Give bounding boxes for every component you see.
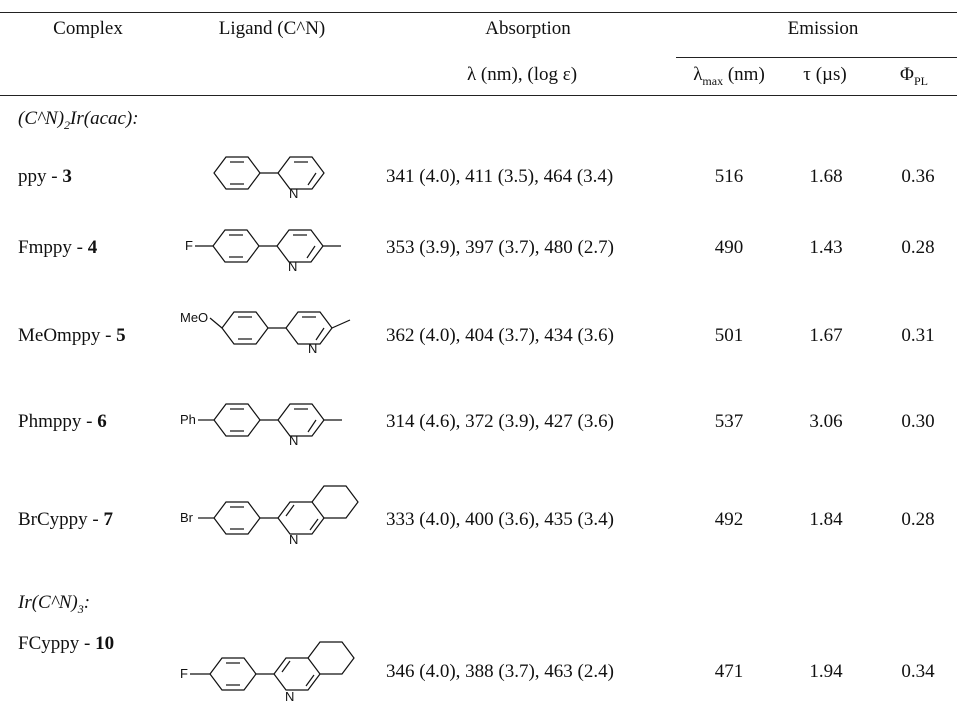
emission-rule bbox=[676, 57, 957, 58]
row-name: BrCyppy - 7 bbox=[18, 509, 113, 530]
row-name: ppy - 3 bbox=[18, 166, 72, 187]
tau-value: 1.94 bbox=[809, 661, 843, 682]
section-acac: (C^N)2Ir(acac): bbox=[18, 108, 139, 132]
ligand-structure-brcyppy: Br N bbox=[180, 485, 359, 547]
header-lambda-max: λmax (nm) bbox=[693, 64, 765, 88]
ligand-structure-fmppy: F N bbox=[185, 229, 341, 274]
row-name: MeOmppy - 5 bbox=[18, 325, 126, 346]
phi-value: 0.34 bbox=[901, 661, 935, 682]
header-emission: Emission bbox=[787, 18, 859, 39]
ligand-structure-phmppy: Ph N bbox=[180, 403, 342, 448]
ligand-structure-meomppy: MeO N bbox=[180, 310, 351, 356]
ligand-structure-fcyppy: F N bbox=[180, 641, 355, 704]
phi-value: 0.30 bbox=[901, 411, 935, 432]
tau-value: 3.06 bbox=[809, 411, 843, 432]
lambda-value: 490 bbox=[714, 237, 744, 258]
ligand-n-label: N bbox=[289, 186, 298, 201]
header-complex: Complex bbox=[53, 18, 123, 39]
ligand-n-label: N bbox=[308, 341, 317, 356]
ligand-n-label: N bbox=[289, 532, 298, 547]
tau-value: 1.68 bbox=[809, 166, 843, 187]
row-name: FCyppy - 10 bbox=[18, 633, 115, 654]
tau-value: 1.84 bbox=[809, 509, 843, 530]
ligand-n-label: N bbox=[288, 259, 297, 274]
lambda-value: 516 bbox=[714, 166, 744, 187]
header-tau: τ (µs) bbox=[803, 64, 847, 85]
tau-value: 1.43 bbox=[809, 237, 843, 258]
ligand-n-label: N bbox=[289, 433, 298, 448]
row-name: Phmppy - 6 bbox=[18, 411, 107, 432]
phi-value: 0.36 bbox=[901, 166, 935, 187]
top-rule bbox=[0, 12, 957, 13]
phi-value: 0.28 bbox=[901, 237, 935, 258]
ligand-substituent-label: MeO bbox=[180, 310, 208, 325]
absorption-value: 341 (4.0), 411 (3.5), 464 (3.4) bbox=[386, 166, 614, 187]
lambda-value: 501 bbox=[714, 325, 744, 346]
absorption-value: 353 (3.9), 397 (3.7), 480 (2.7) bbox=[386, 237, 614, 258]
phi-value: 0.28 bbox=[901, 509, 935, 530]
header-phi: ΦPL bbox=[900, 64, 928, 88]
absorption-value: 314 (4.6), 372 (3.9), 427 (3.6) bbox=[386, 411, 614, 432]
row-name: Fmppy - 4 bbox=[18, 237, 98, 258]
header-absorption: Absorption bbox=[485, 18, 571, 39]
ligand-substituent-label: F bbox=[180, 666, 188, 681]
ligand-n-label: N bbox=[285, 689, 294, 704]
absorption-value: 333 (4.0), 400 (3.6), 435 (3.4) bbox=[386, 509, 614, 530]
ligand-structure-ppy: N bbox=[213, 156, 325, 201]
absorption-value: 346 (4.0), 388 (3.7), 463 (2.4) bbox=[386, 661, 614, 682]
ligand-substituent-label: F bbox=[185, 238, 193, 253]
lambda-value: 537 bbox=[714, 411, 744, 432]
lambda-value: 492 bbox=[714, 509, 744, 530]
header-ligand: Ligand (C^N) bbox=[218, 18, 326, 39]
phi-value: 0.31 bbox=[901, 325, 935, 346]
section-tris: Ir(C^N)3: bbox=[18, 592, 91, 616]
header-absorption-units: λ (nm), (log ε) bbox=[466, 64, 578, 85]
header-bottom-rule bbox=[0, 95, 957, 96]
absorption-value: 362 (4.0), 404 (3.7), 434 (3.6) bbox=[386, 325, 614, 346]
lambda-value: 471 bbox=[714, 661, 744, 682]
tau-value: 1.67 bbox=[809, 325, 843, 346]
ligand-substituent-label: Br bbox=[180, 510, 194, 525]
ligand-substituent-label: Ph bbox=[180, 412, 196, 427]
